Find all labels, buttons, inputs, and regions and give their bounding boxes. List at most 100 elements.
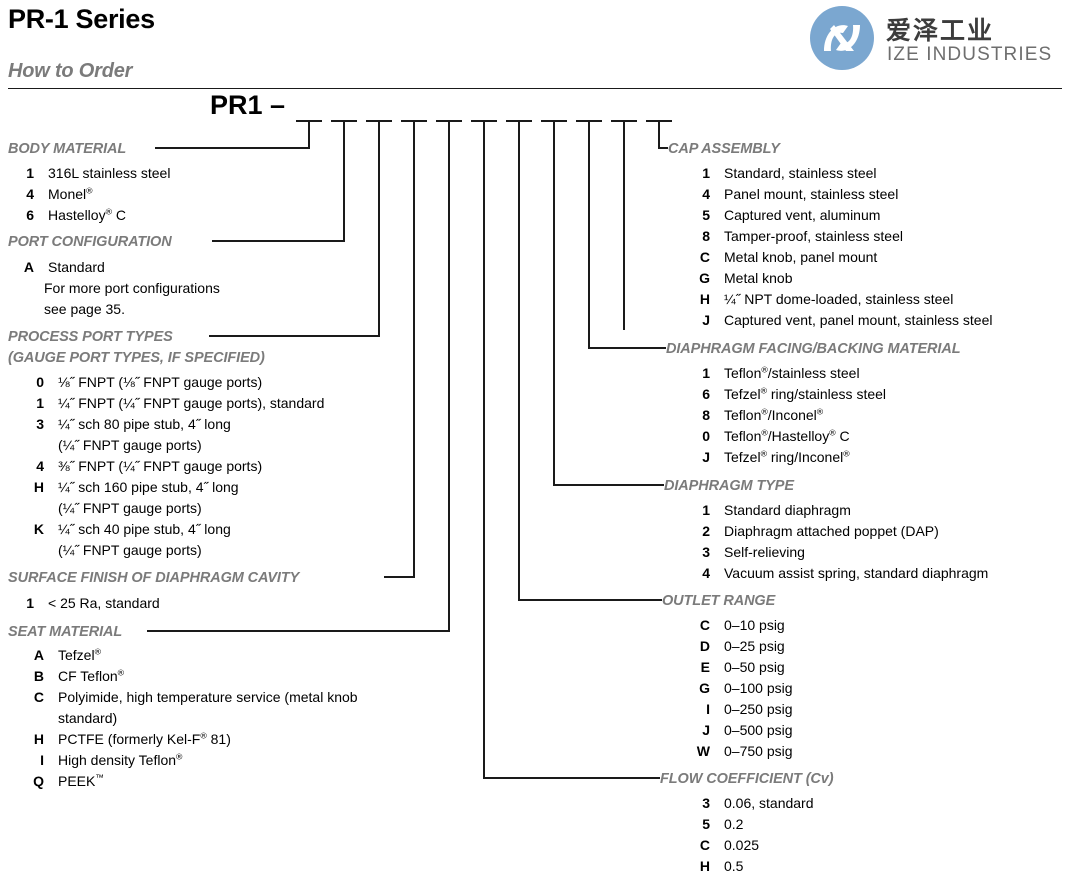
option-row: H ¼˝ sch 160 pipe stub, 4˝ long <box>18 477 239 498</box>
option-desc: ⅜˝ FNPT (¼˝ FNPT gauge ports) <box>58 458 263 474</box>
heading-flow-coefficient: FLOW COEFFICIENT (Cv) <box>660 771 834 787</box>
option-desc: Teflon®/Hastelloy® C <box>724 427 850 444</box>
option-code: 4 <box>26 186 34 202</box>
option-code: K <box>33 521 44 537</box>
option-code: 3 <box>36 416 44 432</box>
option-row: 8 Teflon®/Inconel® <box>684 405 823 426</box>
option-code: H <box>33 479 44 495</box>
option-desc: Tefzel® ring/stainless steel <box>724 385 887 402</box>
option-desc: < 25 Ra, standard <box>48 595 160 611</box>
option-code: J <box>702 722 710 738</box>
option-code: 5 <box>702 816 710 832</box>
option-code: 4 <box>36 458 44 474</box>
option-desc: Teflon®/stainless steel <box>724 364 860 381</box>
heading-seat-material: SEAT MATERIAL <box>8 624 123 640</box>
option-desc: 0–500 psig <box>724 722 793 738</box>
option-code: H <box>699 291 710 307</box>
option-desc: Tamper-proof, stainless steel <box>724 228 903 244</box>
option-code: 1 <box>702 165 710 181</box>
heading-gauge-port-types: (GAUGE PORT TYPES, IF SPECIFIED) <box>8 350 265 366</box>
option-code: 0 <box>36 374 44 390</box>
heading-body-material: BODY MATERIAL <box>8 141 127 157</box>
option-desc: Tefzel® ring/Inconel® <box>724 448 850 465</box>
option-code: C <box>33 689 44 705</box>
option-code: A <box>23 259 34 275</box>
header-divider <box>8 88 1062 89</box>
option-code: C <box>699 249 710 265</box>
logo-en-name: IZE INDUSTRIES <box>887 44 1053 65</box>
option-code: Q <box>33 773 44 789</box>
option-code: 8 <box>702 228 710 244</box>
heading-surface-finish: SURFACE FINISH OF DIAPHRAGM CAVITY <box>8 570 300 586</box>
option-code: 1 <box>702 502 710 518</box>
option-code: C <box>699 837 710 853</box>
option-desc: CF Teflon® <box>58 667 125 684</box>
option-row: A Standard <box>8 257 105 278</box>
option-desc: Standard <box>48 259 105 275</box>
option-row: J 0–500 psig <box>684 720 793 741</box>
option-desc: Diaphragm attached poppet (DAP) <box>724 523 939 539</box>
ize-industries-logo-icon <box>810 6 874 70</box>
option-row: 1 Standard diaphragm <box>684 500 851 521</box>
option-code: 4 <box>702 565 710 581</box>
option-row: 0 ⅛˝ FNPT (⅛˝ FNPT gauge ports) <box>18 372 262 393</box>
model-code-prefix: PR1 – <box>210 90 286 120</box>
option-desc-cont: (¼˝ FNPT gauge ports) <box>58 500 202 516</box>
option-code: 3 <box>702 544 710 560</box>
option-desc-cont: (¼˝ FNPT gauge ports) <box>58 542 202 558</box>
heading-diaphragm-type: DIAPHRAGM TYPE <box>664 478 794 494</box>
option-desc: 316L stainless steel <box>48 165 171 181</box>
section-subtitle: How to Order <box>8 60 133 82</box>
option-desc: ¼˝ sch 160 pipe stub, 4˝ long <box>58 479 239 495</box>
option-code: G <box>699 680 710 696</box>
option-code: 5 <box>702 207 710 223</box>
option-desc: Captured vent, panel mount, stainless st… <box>724 312 993 328</box>
option-code: 6 <box>702 386 710 402</box>
option-desc: Vacuum assist spring, standard diaphragm <box>724 565 989 581</box>
heading-outlet-range: OUTLET RANGE <box>662 593 776 609</box>
company-logo: 爱泽工业 IZE INDUSTRIES <box>810 6 1060 74</box>
option-code: 0 <box>702 428 710 444</box>
heading-diaphragm-facing: DIAPHRAGM FACING/BACKING MATERIAL <box>666 341 961 357</box>
option-desc: 0.06, standard <box>724 795 814 811</box>
option-desc: ⅛˝ FNPT (⅛˝ FNPT gauge ports) <box>58 374 263 390</box>
option-desc: Standard diaphragm <box>724 502 851 518</box>
option-code: I <box>40 752 44 768</box>
option-desc: 0–25 psig <box>724 638 785 654</box>
option-desc: 0.2 <box>724 816 744 832</box>
option-code: 6 <box>26 207 34 223</box>
option-code: 8 <box>702 407 710 423</box>
option-desc: 0.5 <box>724 858 744 874</box>
option-row: 6 Tefzel® ring/stainless steel <box>684 384 886 405</box>
option-desc: 0–10 psig <box>724 617 785 633</box>
option-desc: High density Teflon® <box>58 751 183 768</box>
option-desc: ¼˝ FNPT (¼˝ FNPT gauge ports), standard <box>58 395 325 411</box>
option-code: 1 <box>26 595 34 611</box>
option-code: I <box>706 701 710 717</box>
page-title: PR-1 Series <box>8 4 155 34</box>
option-desc: Teflon®/Inconel® <box>724 406 824 423</box>
option-desc: 0–50 psig <box>724 659 785 675</box>
option-desc: Panel mount, stainless steel <box>724 186 899 202</box>
option-row: 4 Vacuum assist spring, standard diaphrag… <box>684 563 988 584</box>
option-code: H <box>699 858 710 874</box>
